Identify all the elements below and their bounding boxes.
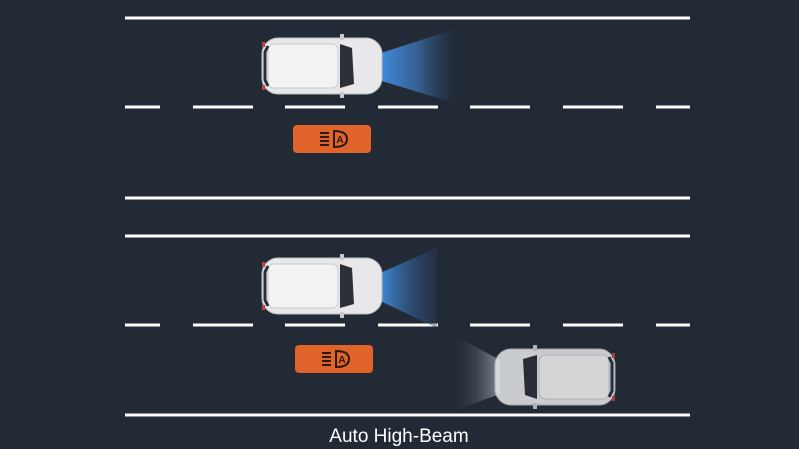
own-car xyxy=(260,252,384,320)
oncoming-car-light xyxy=(450,333,500,412)
caption: Auto High-Beam xyxy=(329,426,468,447)
high-beam-light xyxy=(378,28,458,104)
oncoming-car xyxy=(493,343,617,411)
auto-high-beam-icon xyxy=(294,344,374,374)
scene-no-oncoming-traffic xyxy=(125,16,690,154)
own-car xyxy=(260,32,384,100)
auto-high-beam-icon xyxy=(292,124,372,154)
low-beam-light xyxy=(378,248,437,328)
scene-oncoming-traffic xyxy=(125,234,690,417)
